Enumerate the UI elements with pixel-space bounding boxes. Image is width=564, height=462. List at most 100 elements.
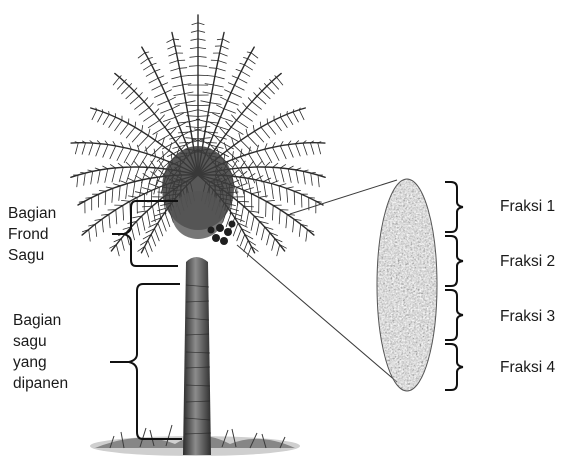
frond-leaflet <box>260 122 261 127</box>
frond-leaflet <box>147 211 150 226</box>
frond-leaflet <box>220 53 228 56</box>
fraction-brackets <box>445 182 463 390</box>
frond-leaflet <box>155 93 165 98</box>
frond-leaflet <box>271 181 278 184</box>
frond-leaflet <box>198 66 207 67</box>
frond-leaflet <box>150 184 160 187</box>
frond-leaflet <box>123 205 124 220</box>
frond-leaflet <box>167 39 174 42</box>
frond-leaflet <box>113 184 120 186</box>
frond-leaflet <box>103 114 109 124</box>
frond-leaflet <box>296 170 299 183</box>
frond-leaflet <box>171 68 180 71</box>
frond-leaflet <box>124 79 126 81</box>
frond-leaflet <box>89 143 93 155</box>
frond-leaflet <box>148 58 152 59</box>
frond-leaflet <box>144 114 155 121</box>
frond-leaflet <box>191 39 198 40</box>
frond-leaflet <box>88 170 93 171</box>
frond-leaflet <box>246 211 249 226</box>
frond-leaflet <box>271 184 273 199</box>
frond-leaflet <box>273 147 280 160</box>
frond-leaflet <box>135 122 136 127</box>
frond-leaflet <box>242 114 253 121</box>
fraction-1-label: Fraksi 1 <box>500 196 555 217</box>
frond-leaflet <box>158 76 164 78</box>
frond-leaflet <box>268 124 276 135</box>
frond-leaflet <box>303 170 308 171</box>
frond-leaflet <box>237 229 242 241</box>
frond-leaflet <box>162 83 168 86</box>
frond-leaflet <box>246 129 248 136</box>
frond-leaflet <box>299 224 300 236</box>
frond-leaflet <box>249 161 254 167</box>
frond-leaflet <box>203 92 212 94</box>
frond-leaflet <box>148 129 150 136</box>
frond-leaflet <box>238 78 247 83</box>
frond-leaflet <box>287 187 294 188</box>
frond-leaflet <box>82 143 86 155</box>
frond-leaflet <box>199 110 209 112</box>
frond-leaflet <box>273 163 278 167</box>
frond-leaflet <box>221 46 228 49</box>
frond-leaflet <box>144 98 148 102</box>
frond-leaflet <box>241 206 244 222</box>
frond-leaflet <box>160 115 165 120</box>
frond-leaflet <box>299 110 304 120</box>
frond-leaflet <box>133 182 135 198</box>
frond-leaflet <box>281 165 286 168</box>
frond-leaflet <box>175 103 186 105</box>
frond-leaflet <box>243 103 247 108</box>
frond-label-line-2: Frond <box>8 224 56 245</box>
frond-leaflet <box>261 127 270 138</box>
frond-leaflet <box>279 186 281 201</box>
frond-leaflet <box>293 219 294 232</box>
frond-leaflet <box>142 125 143 131</box>
frond-leaflet <box>121 239 124 251</box>
frond-leaflet <box>311 173 313 185</box>
harvest-label-line-3: yang <box>13 352 68 373</box>
frond-leaflet <box>266 200 275 201</box>
frond-leaflet <box>303 171 305 184</box>
frond-leaflet <box>137 221 140 235</box>
frond-label-line-3: Sagu <box>8 245 56 266</box>
frond-leaflet <box>155 133 157 140</box>
frond-leaflet <box>190 48 198 49</box>
frond-leaflet <box>153 206 156 222</box>
frond-leaflet <box>244 188 253 191</box>
frond-leaflet <box>266 201 267 216</box>
frond-leaflet <box>209 68 216 69</box>
frond-leaflet <box>84 173 86 185</box>
frond-leaflet <box>288 166 293 169</box>
frond-leaflet <box>148 240 152 251</box>
frond-leaflet <box>96 144 101 156</box>
frond-leaflet <box>262 91 270 99</box>
frond-leaflet <box>225 90 232 93</box>
frond-leaflet <box>161 218 166 231</box>
frond-leaflet <box>109 111 110 114</box>
frond-leaflet <box>267 86 275 94</box>
fraction-4-bracket <box>445 344 463 390</box>
frond-leaflet <box>143 161 148 167</box>
frond-leaflet <box>192 23 198 25</box>
frond-leaflet <box>245 65 253 70</box>
frond-leaflet <box>181 76 189 77</box>
frond-leaflet <box>172 105 180 109</box>
frond-leaflet <box>296 144 301 156</box>
frond-leaflet <box>254 131 263 142</box>
frond-leaflet <box>139 93 142 97</box>
frond-leaflet <box>198 39 205 40</box>
frond-leaflet <box>310 143 314 155</box>
frond-leaflet <box>264 84 266 87</box>
frond-leaflet <box>244 190 245 207</box>
frond-leaflet <box>234 85 244 90</box>
frond-leaflet <box>172 76 181 78</box>
frond-leaflet <box>217 126 230 130</box>
frond-leaflet <box>164 117 176 121</box>
frond-leaflet <box>280 146 286 159</box>
frond-leaflet <box>149 78 158 83</box>
frond-leaflet <box>273 167 277 182</box>
frond-leaflet <box>167 126 180 130</box>
frond-leaflet <box>142 216 145 230</box>
